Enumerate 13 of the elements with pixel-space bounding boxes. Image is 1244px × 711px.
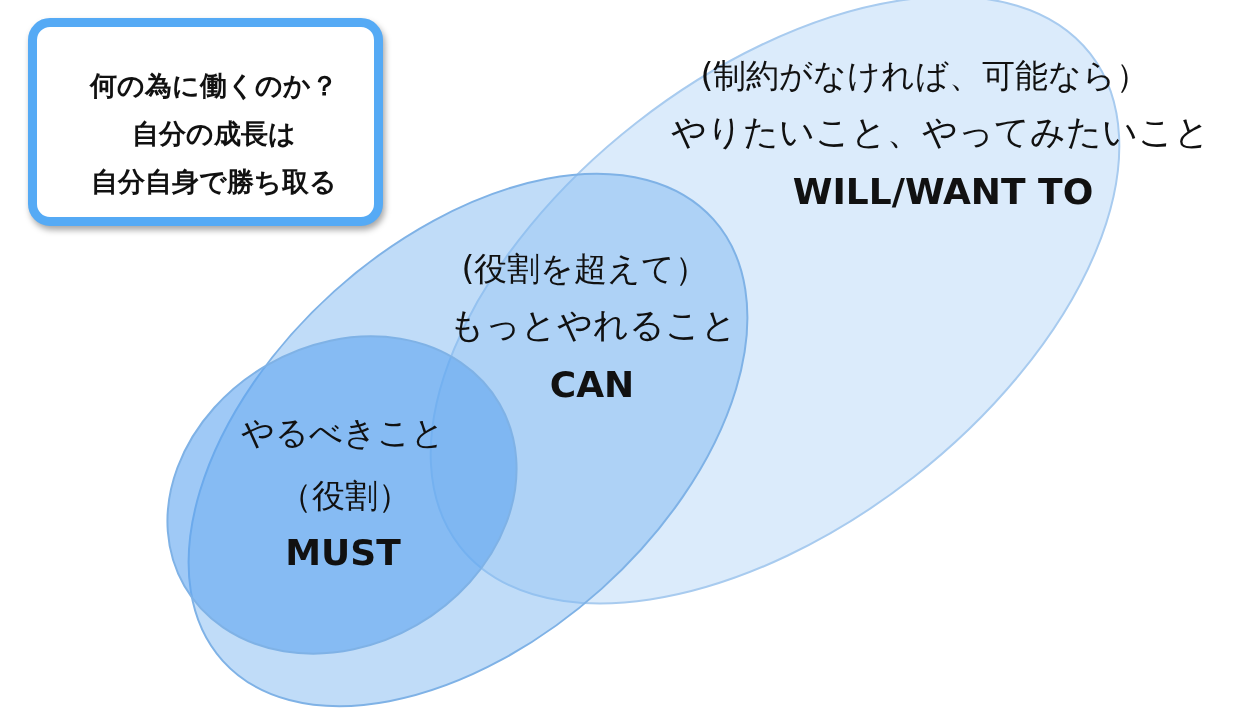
category-text: （役割） — [279, 478, 411, 512]
category-heading: WILL/WANT TO — [792, 174, 1094, 210]
category-heading: MUST — [285, 535, 401, 571]
category-text: (役割を超えて） — [461, 251, 709, 285]
category-heading: CAN — [549, 367, 635, 403]
note-text: 自分の成長は — [132, 119, 296, 147]
category-text: もっとやれること — [449, 307, 737, 343]
category-text: (制約がなければ、可能なら） — [700, 58, 1150, 92]
note-box — [28, 18, 383, 226]
note-text: 何の為に働くのか？ — [90, 71, 338, 99]
note-text: 自分自身で勝ち取る — [91, 167, 337, 195]
category-text: やるべきこと — [241, 415, 445, 449]
category-text: やりたいこと、やってみたいこと — [670, 114, 1210, 150]
